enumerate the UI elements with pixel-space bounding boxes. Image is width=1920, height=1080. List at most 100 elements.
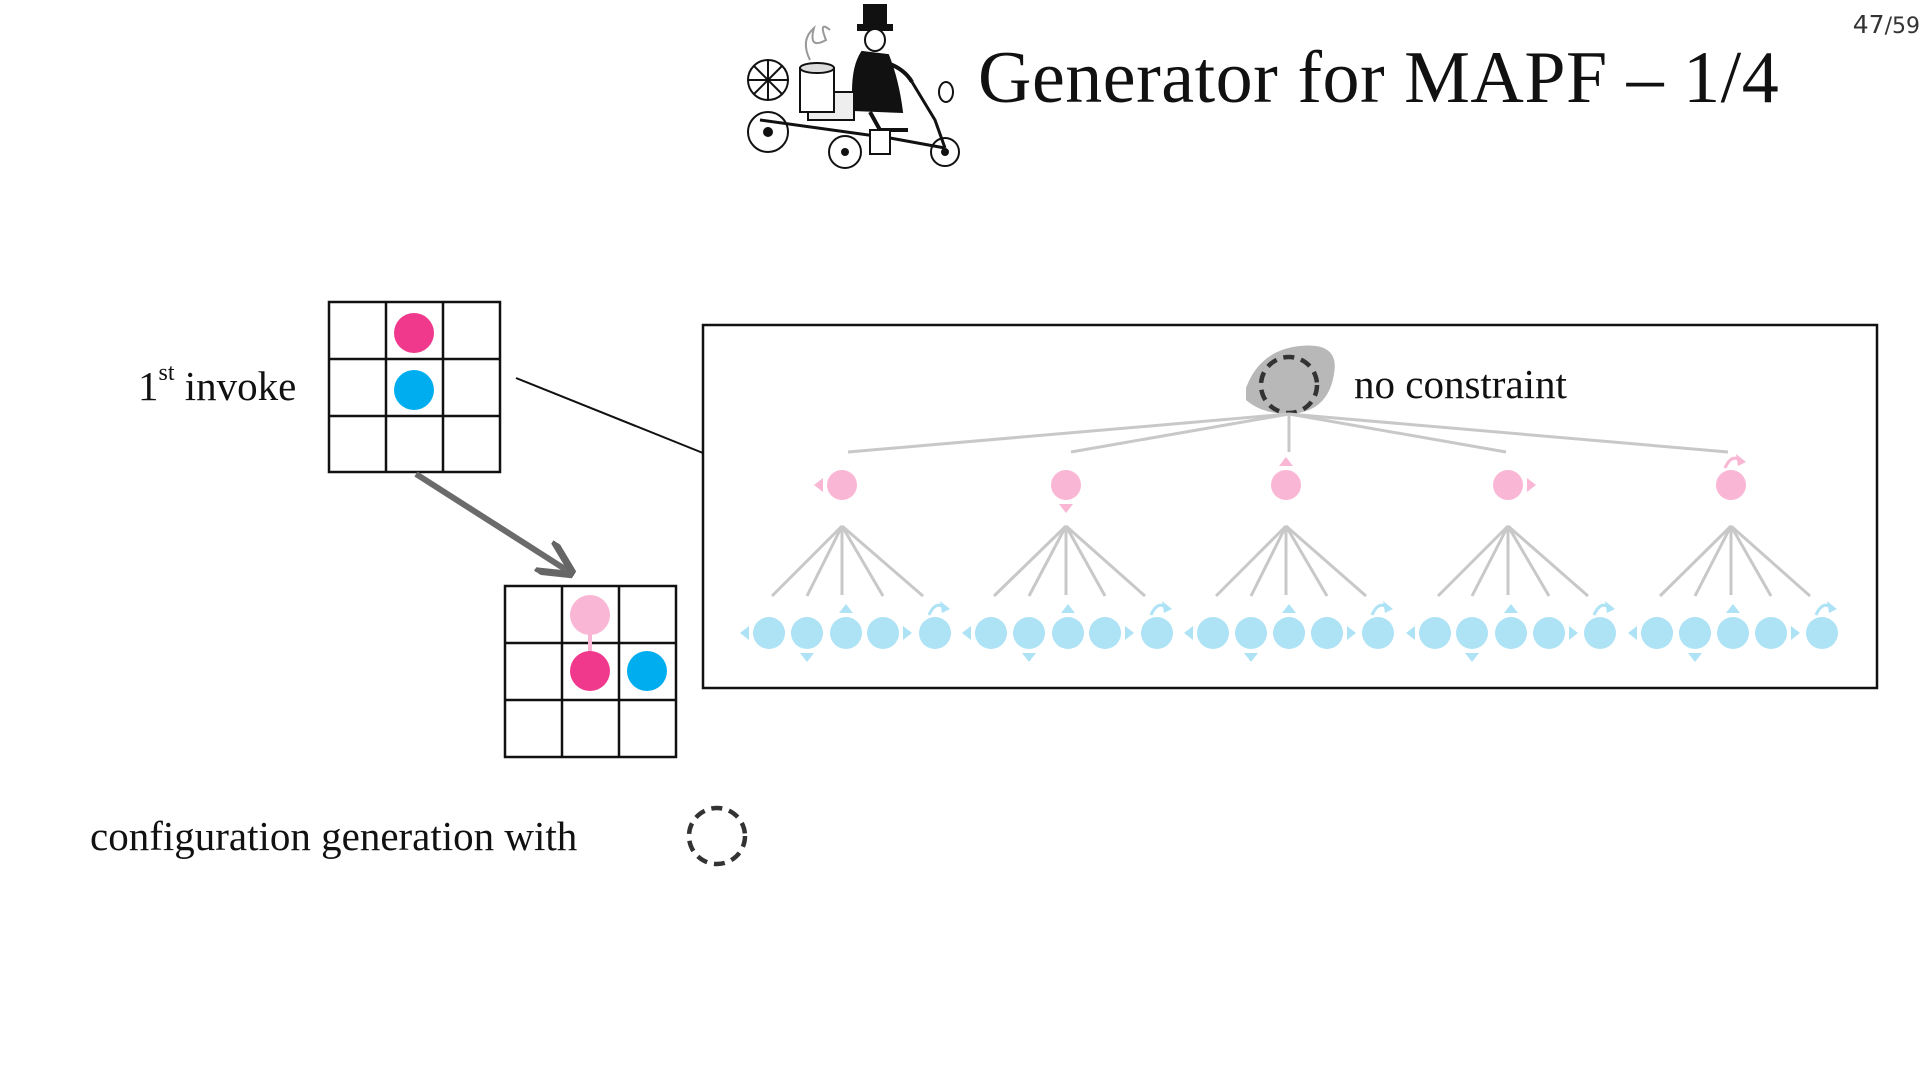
blue-move-stay-stay-stay-arrowhead xyxy=(1827,601,1837,613)
blue-node-up-stay xyxy=(1362,617,1394,649)
blue-node-right-down xyxy=(1456,617,1488,649)
blue-move-left-left-left-arrow xyxy=(740,626,749,640)
blue-move-down-left-left-arrow xyxy=(962,626,971,640)
invoke-word: invoke xyxy=(174,363,297,409)
tree-edge-root-stay xyxy=(1288,412,1729,454)
tree-edge-up-down xyxy=(1249,525,1288,597)
page-current: 47 xyxy=(1852,10,1885,39)
blue-node-down-right xyxy=(1089,617,1121,649)
tree-edge-down-left xyxy=(992,524,1068,598)
blue-node-stay-stay xyxy=(1806,617,1838,649)
tree-edge-up-stay xyxy=(1285,524,1367,598)
blue-move-up-left-left-arrow xyxy=(1184,626,1193,640)
grid-initial xyxy=(327,300,502,474)
tree-edge-down-stay xyxy=(1065,524,1146,598)
tree-edge-root-left xyxy=(847,412,1290,454)
page-number: 47/59 xyxy=(1810,10,1920,39)
pink-node-left xyxy=(827,470,857,500)
blue-move-up-down-down-arrow xyxy=(1244,653,1258,662)
tree-edge-up-right xyxy=(1284,525,1329,597)
blue-node-left-up xyxy=(830,617,862,649)
blue-node-right-up xyxy=(1495,617,1527,649)
slide-title: Generator for MAPF – 1/4 xyxy=(978,37,1780,119)
blue-node-down-stay xyxy=(1141,617,1173,649)
blue-node-down-down xyxy=(1013,617,1045,649)
blue-move-left-down-down-arrow xyxy=(800,653,814,662)
blue-move-down-down-down-arrow xyxy=(1022,653,1036,662)
tree-edge-left-left xyxy=(770,524,844,598)
invoke-label: 1st invoke xyxy=(138,360,297,410)
configuration-generation-label: configuration generation with xyxy=(90,813,578,859)
invoke-ordinal: st xyxy=(158,360,175,386)
blue-move-right-down-down-arrow xyxy=(1465,653,1479,662)
zoom-connector-line xyxy=(515,377,704,454)
tree-edge-up-left xyxy=(1214,524,1288,598)
blue-node-stay-down xyxy=(1679,617,1711,649)
blue-node-stay-left xyxy=(1641,617,1673,649)
blue-move-right-right-right-arrow xyxy=(1569,626,1578,640)
pink-move-left-left-arrow xyxy=(814,478,823,492)
blue-node-right-right xyxy=(1533,617,1565,649)
blue-node-up-up xyxy=(1273,617,1305,649)
tree-edge-stay-stay xyxy=(1730,524,1811,598)
tree-edge-right-left xyxy=(1436,524,1510,598)
tree-edge-down-right xyxy=(1064,525,1107,597)
blue-move-down-up-up-arrow xyxy=(1061,604,1075,613)
blue-node-up-left xyxy=(1197,617,1229,649)
agent-pink xyxy=(394,313,434,353)
transition-arrow xyxy=(414,471,568,571)
blue-node-left-down xyxy=(791,617,823,649)
pink-move-stay-stay-arrowhead xyxy=(1736,454,1746,466)
blue-move-down-stay-stay-arrowhead xyxy=(1162,601,1172,613)
blue-node-left-right xyxy=(867,617,899,649)
page-total: /59 xyxy=(1884,14,1920,39)
blue-node-up-right xyxy=(1311,617,1343,649)
pink-move-right-right-arrow xyxy=(1527,478,1536,492)
tree-edge-left-stay xyxy=(841,524,924,598)
blue-move-up-stay-stay-arrowhead xyxy=(1383,601,1393,613)
blue-move-left-stay-stay-arrowhead xyxy=(940,601,950,613)
pink-move-down-down-arrow xyxy=(1059,504,1073,513)
tree-edge-stay-left xyxy=(1658,524,1733,598)
search-tree-box xyxy=(701,323,1879,690)
tree-edge-right-stay xyxy=(1507,524,1589,598)
blue-move-right-stay-stay-arrowhead xyxy=(1605,601,1615,613)
tree-edge-stay-right xyxy=(1729,525,1773,597)
tree-edge-down-down xyxy=(1027,525,1068,597)
blue-node-stay-up xyxy=(1717,617,1749,649)
blue-node-left-left xyxy=(753,617,785,649)
blue-node-down-up xyxy=(1052,617,1084,649)
tree-edge-stay-down xyxy=(1693,525,1733,597)
tree-edge-root-down xyxy=(1070,412,1290,454)
blue-move-up-up-up-arrow xyxy=(1282,604,1296,613)
invoke-number: 1 xyxy=(138,363,159,409)
blue-node-right-left xyxy=(1419,617,1451,649)
agent-pink-moved xyxy=(570,651,610,691)
pink-node-down xyxy=(1051,470,1081,500)
blue-move-stay-left-left-arrow xyxy=(1628,626,1637,640)
blue-move-stay-up-up-arrow xyxy=(1726,604,1740,613)
agent-blue xyxy=(394,370,434,410)
tree-lines xyxy=(770,412,1811,598)
pink-move-up-up-arrow xyxy=(1279,457,1293,466)
tree-nodes xyxy=(740,454,1838,662)
agent-pink-previous xyxy=(570,595,610,635)
tree-edge-root-right xyxy=(1288,412,1507,454)
blue-node-stay-right xyxy=(1755,617,1787,649)
blue-node-right-stay xyxy=(1584,617,1616,649)
blue-move-up-right-right-arrow xyxy=(1347,626,1356,640)
blue-move-right-up-up-arrow xyxy=(1504,604,1518,613)
pink-node-up xyxy=(1271,470,1301,500)
blue-node-left-stay xyxy=(919,617,951,649)
root-dashed-circle-icon xyxy=(1258,354,1320,416)
tree-edge-right-right xyxy=(1506,525,1551,597)
tree-edge-right-down xyxy=(1470,525,1510,597)
blue-move-left-up-up-arrow xyxy=(839,604,853,613)
blue-move-right-left-left-arrow xyxy=(1406,626,1415,640)
blue-move-stay-right-right-arrow xyxy=(1791,626,1800,640)
no-constraint-label: no constraint xyxy=(1354,361,1567,407)
agent-blue-moved xyxy=(627,651,667,691)
